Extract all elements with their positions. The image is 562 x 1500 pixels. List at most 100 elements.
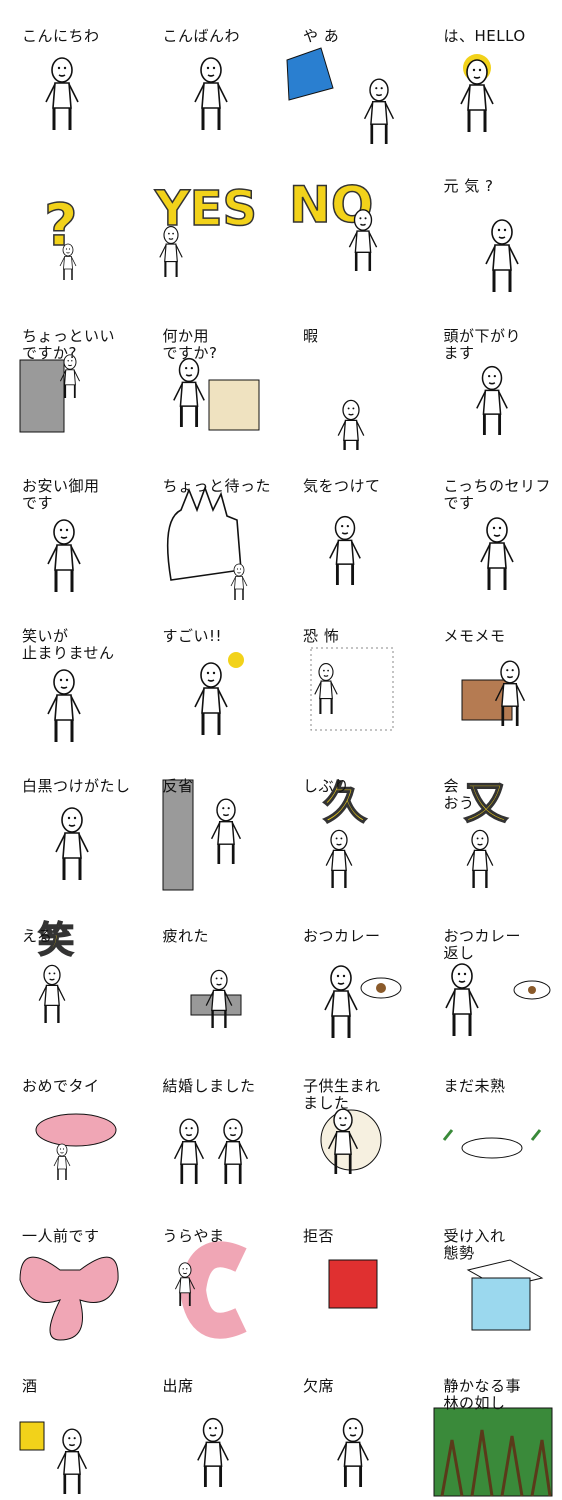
sticker-illustration <box>475 365 508 436</box>
sticker-caption: 子供生まれ ました <box>303 1077 381 1112</box>
sticker-cell[interactable]: 元 気 ? <box>422 150 562 300</box>
sticker-illustration: NO <box>288 175 378 272</box>
sticker-cell[interactable]: 恐 怖 <box>281 600 422 750</box>
sticker-cell[interactable]: 静かなる事 林の如し <box>422 1350 562 1500</box>
sticker-cell[interactable]: 欠席 <box>281 1350 422 1500</box>
sticker-illustration <box>55 807 89 880</box>
sticker-cell[interactable]: お安い御用 です <box>0 450 141 600</box>
sticker-illustration <box>196 1417 229 1488</box>
sticker-cell[interactable]: 白黒つけがたし <box>0 750 141 900</box>
sticker-caption: 酒 <box>22 1377 38 1395</box>
sticker-cell[interactable]: YES YES <box>141 150 282 300</box>
sticker-illustration <box>45 57 79 130</box>
sticker-illustration <box>320 1108 382 1175</box>
sticker-illustration <box>433 1407 552 1497</box>
sticker-cell[interactable]: ちょっといい ですか? <box>0 300 141 450</box>
sticker-illustration: YES <box>153 180 257 277</box>
sticker-cell[interactable]: こんにちわ <box>0 0 141 150</box>
sticker-illustration <box>47 669 81 742</box>
sticker-cell[interactable]: ? <box>0 150 141 300</box>
sticker-cell[interactable]: こんばんわ <box>141 0 282 150</box>
sticker-caption: 白黒つけがたし <box>22 777 131 795</box>
svg-text:笑: 笑 <box>38 920 74 961</box>
sticker-cell[interactable]: 気をつけて <box>281 450 422 600</box>
sticker-illustration <box>166 485 247 600</box>
sticker-caption: お安い御用 です <box>22 477 100 512</box>
sticker-cell[interactable]: 疲れた <box>141 900 282 1050</box>
sticker-cell[interactable]: ちょっと待った <box>141 450 282 600</box>
sticker-caption: 恐 怖 <box>303 627 340 645</box>
sticker-cell[interactable]: 一人前です <box>0 1200 141 1350</box>
sticker-illustration <box>337 399 365 450</box>
sticker-illustration: 久 <box>322 777 368 889</box>
sticker-caption: える <box>22 927 53 945</box>
sticker-caption: まだ未熟 <box>443 1077 506 1095</box>
sticker-cell[interactable]: 拒否 <box>281 1200 422 1350</box>
sticker-illustration <box>461 660 525 727</box>
sticker-cell[interactable]: メモメモ <box>422 600 562 750</box>
sticker-illustration <box>47 519 81 592</box>
sticker-cell[interactable]: まだ未熟 <box>422 1050 562 1200</box>
sticker-caption: こんばんわ <box>162 27 241 45</box>
sticker-cell[interactable]: 子供生まれ ました <box>281 1050 422 1200</box>
sticker-caption: こっちのセリフ です <box>443 477 551 512</box>
sticker-cell[interactable]: 酒 <box>0 1350 141 1500</box>
sticker-illustration <box>19 354 81 433</box>
sticker-cell[interactable]: 頭が下がり ます <box>422 300 562 450</box>
sticker-caption: 元 気 ? <box>443 177 494 195</box>
sticker-illustration: 笑 <box>37 919 75 1024</box>
sticker-illustration <box>310 647 394 731</box>
sticker-cell[interactable]: うらやまC <box>141 1200 282 1350</box>
sticker-illustration <box>19 1421 88 1495</box>
svg-text:久: 久 <box>323 778 367 829</box>
sticker-illustration <box>444 963 550 1036</box>
sticker-caption: 静かなる事 林の如し <box>443 1377 522 1412</box>
sticker-caption: おつカレー 返し <box>443 927 522 962</box>
sticker-illustration <box>162 779 241 891</box>
sticker-cell[interactable]: こっちのセリフ です <box>422 450 562 600</box>
sticker-caption: ちょっといい ですか? <box>22 327 116 362</box>
sticker-cell[interactable]: 受け入れ 態勢 <box>422 1200 562 1350</box>
sticker-cell[interactable]: NO NO <box>281 150 422 300</box>
sticker-illustration <box>479 517 514 590</box>
sticker-illustration <box>172 357 259 431</box>
sticker-illustration: 又 <box>463 777 508 889</box>
sticker-caption: 暇 <box>303 327 319 345</box>
sticker-cell[interactable]: 笑 える笑 <box>0 900 141 1050</box>
sticker-illustration <box>173 1118 248 1185</box>
sticker-cell[interactable]: 結婚しました <box>141 1050 282 1200</box>
sticker-caption: 会 おう <box>443 777 475 812</box>
sticker-illustration <box>442 1129 541 1159</box>
sticker-cell[interactable]: 何か用 ですか? <box>141 300 282 450</box>
sticker-cell[interactable]: 反省 <box>141 750 282 900</box>
sticker-caption: 出席 <box>162 1377 194 1395</box>
svg-text:又: 又 <box>464 778 508 829</box>
sticker-caption: 疲れた <box>162 927 210 945</box>
sticker-caption: うらやま <box>162 1227 225 1245</box>
sticker-cell[interactable]: おつカレー 返し <box>422 900 562 1050</box>
sticker-caption: 気をつけて <box>303 477 381 495</box>
sticker-cell[interactable]: や あ <box>281 0 422 150</box>
sticker-cell[interactable]: おつカレー <box>281 900 422 1050</box>
sticker-caption: こんにちわ <box>22 27 100 45</box>
sticker-cell[interactable]: 暇 <box>281 300 422 450</box>
sticker-cell[interactable]: おめでタイ <box>0 1050 141 1200</box>
sticker-cell[interactable]: 又 会 おう又 <box>422 750 562 900</box>
sticker-caption: 受け入れ 態勢 <box>443 1227 506 1262</box>
sticker-illustration: ? <box>43 190 78 280</box>
sticker-illustration <box>466 1259 543 1331</box>
sticker-cell[interactable]: 久 しぶり久 <box>281 750 422 900</box>
sticker-caption: 拒否 <box>303 1227 335 1245</box>
sticker-illustration <box>286 47 395 145</box>
sticker-illustration <box>329 515 361 586</box>
sticker-caption: しぶり <box>303 777 350 795</box>
sticker-cell[interactable]: すごい!! <box>141 600 282 750</box>
sticker-cell[interactable]: は、HELLO <box>422 0 562 150</box>
sticker-cell[interactable]: 出席 <box>141 1350 282 1500</box>
sticker-caption: メモメモ <box>443 627 506 645</box>
sticker-caption: や あ <box>303 27 340 45</box>
sticker-illustration <box>35 1113 117 1180</box>
sticker-illustration <box>328 1259 378 1309</box>
sticker-cell[interactable]: 笑いが 止まりません <box>0 600 141 750</box>
